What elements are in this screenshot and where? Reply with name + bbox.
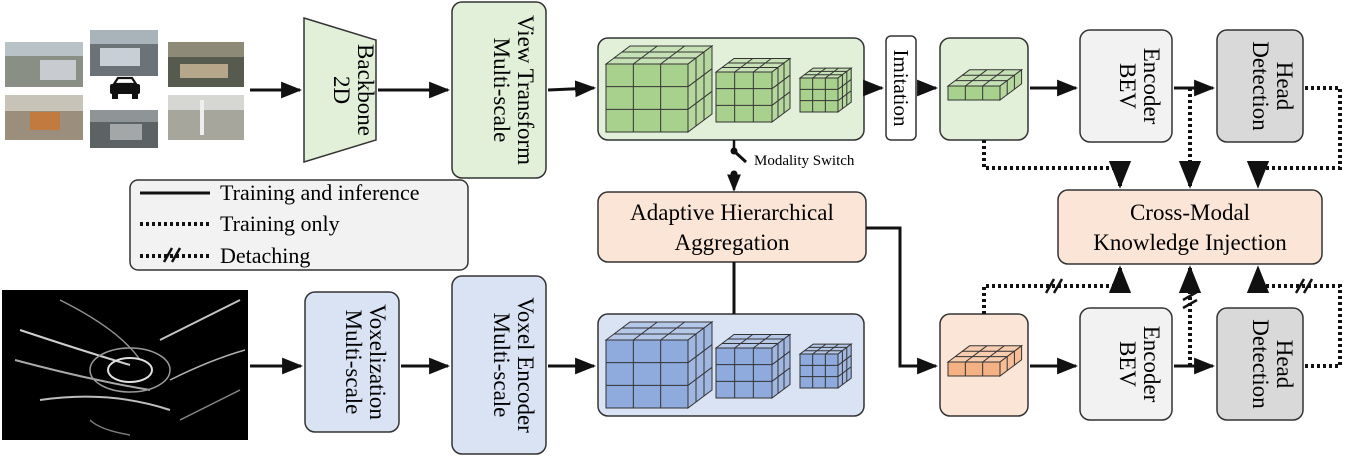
camera-feature-cube-medium (714, 57, 792, 123)
imitation-block: Imitation (885, 35, 917, 141)
voxelization-block: Multi-scale Voxelization (304, 291, 400, 433)
modality-switch-label: Modality Switch (754, 153, 855, 169)
car-icon (110, 76, 140, 99)
lidar-feature-cube-small (798, 343, 853, 389)
lidar-point-cloud (2, 290, 248, 440)
aggregation-label-line2: Aggregation (675, 230, 790, 255)
view-transform-label-line2: View Transform (513, 15, 538, 165)
modality-switch: Modality Switch (727, 140, 855, 192)
dotted-camera-head-to-injection (1246, 86, 1342, 189)
backbone-label-line2: Backbone (353, 44, 378, 136)
lidar-detection-head-block: Detection Head (1216, 307, 1304, 421)
camera-images (5, 30, 244, 148)
lidar-bev-encoder-label-line1: BEV (1115, 341, 1140, 387)
lidar-bev-encoder-block: BEV Encoder (1079, 307, 1173, 421)
voxel-encoder-label-line2: Voxel Encoder (513, 297, 538, 433)
lidar-detection-head-label-line2: Head (1272, 340, 1297, 389)
lidar-feature-cube-medium (714, 333, 792, 399)
imitation-label: Imitation (889, 50, 913, 127)
injection-label-line2: Knowledge Injection (1093, 230, 1287, 255)
camera-detection-head-label-line1: Detection (1248, 41, 1273, 131)
legend-detach-mark-1 (162, 247, 174, 263)
injection-label-line1: Cross-Modal (1130, 200, 1250, 225)
voxel-encoder-block: Multi-scale Voxel Encoder (451, 275, 547, 455)
legend-label-solid: Training and inference (220, 180, 420, 205)
legend-label-detach: Detaching (220, 243, 310, 268)
camera-feature-cube-large (604, 45, 714, 133)
lidar-feature-cube-large (604, 321, 714, 409)
adaptive-aggregation-block: Adaptive Hierarchical Aggregation (597, 191, 867, 263)
dotted-lidar-head-to-injection (1246, 265, 1342, 368)
knowledge-injection-block: Cross-Modal Knowledge Injection (1057, 189, 1323, 265)
voxel-encoder-label-line1: Multi-scale (489, 313, 514, 418)
fused-bev-feature-slab (946, 344, 1024, 378)
voxelization-label-line1: Multi-scale (341, 310, 366, 415)
view-transform-label-line1: Multi-scale (489, 38, 514, 143)
dotted-camera-bev-to-injection (982, 140, 1132, 189)
camera-bev-feature-slab (946, 68, 1024, 102)
camera-detection-head-label-line2: Head (1272, 62, 1297, 111)
backbone-label-line1: 2D (329, 76, 354, 104)
aggregation-label-line1: Adaptive Hierarchical (630, 200, 834, 225)
camera-bev-encoder-label-line2: Encoder (1139, 48, 1164, 125)
lidar-detection-head-label-line1: Detection (1248, 319, 1273, 409)
camera-bev-encoder-label-line1: BEV (1115, 63, 1140, 109)
fused-bev-feature-block (939, 313, 1029, 417)
camera-feature-cube-small (798, 67, 853, 113)
camera-bev-feature-block (939, 37, 1029, 141)
dotted-fused-to-injection (982, 265, 1132, 314)
detach-marks (1044, 278, 1314, 310)
lidar-multiscale-features (597, 313, 865, 417)
arrow-aggregation-to-fused (866, 226, 939, 375)
dotted-connections (982, 86, 1342, 368)
backbone-2d-block: 2D Backbone (303, 16, 378, 164)
legend: Training and inference Training only Det… (129, 179, 469, 271)
camera-bev-encoder-block: BEV Encoder (1079, 29, 1173, 143)
voxelization-label-line2: Voxelization (365, 304, 390, 420)
solid-connections (250, 79, 1216, 375)
legend-label-dotted: Training only (220, 211, 340, 236)
legend-detach-mark-2 (170, 247, 182, 263)
camera-detection-head-block: Detection Head (1216, 29, 1304, 143)
arrow-transform-to-features (547, 80, 597, 98)
camera-multiscale-features (597, 37, 865, 141)
lidar-bev-encoder-label-line2: Encoder (1139, 326, 1164, 403)
view-transform-block: Multi-scale View Transform (451, 1, 547, 179)
